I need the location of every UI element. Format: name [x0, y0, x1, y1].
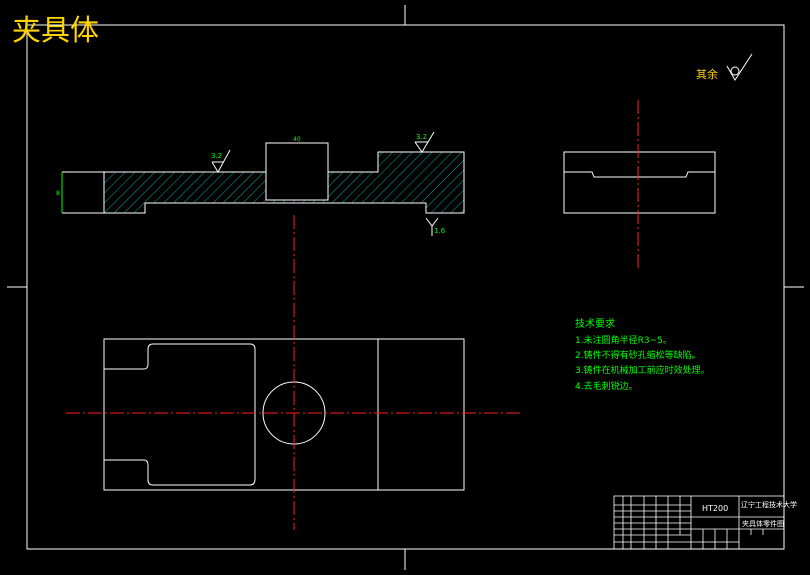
roughness-symbol-other: [726, 53, 753, 81]
roughness-symbol-a: [211, 149, 231, 174]
roughness-a-value: 3.2: [211, 152, 222, 160]
front-section-view: 8 40 3.2 3.2 1.6: [56, 131, 465, 236]
title-block: HT200 辽宁工程技术大学 夹具体零件图: [613, 495, 797, 550]
title-block-school: 辽宁工程技术大学: [741, 500, 797, 509]
technical-requirements: 技术要求 1.未注圆角半径R3~5。 2.铸件不得有砂孔缩松等缺陷。 3.铸件在…: [575, 317, 710, 392]
center-lines: [66, 100, 639, 530]
title-block-drawing-name: 夹具体零件图: [742, 519, 784, 528]
tech-item-2: 2.铸件不得有砂孔缩松等缺陷。: [575, 349, 701, 361]
tech-item-3: 3.铸件在机械加工前应时效处理。: [575, 364, 710, 376]
roughness-symbol-b: [414, 131, 435, 153]
roughness-symbol-c: [425, 217, 439, 236]
dim-height-left: 8: [56, 190, 60, 197]
roughness-b-value: 3.2: [416, 133, 427, 141]
tech-item-1: 1.未注圆角半径R3~5。: [575, 334, 672, 346]
title-block-material: HT200: [702, 504, 728, 513]
drawing-title: 夹具体: [12, 13, 99, 47]
top-view: [103, 338, 465, 491]
roughness-other-label: 其余: [696, 67, 718, 81]
dim-width-top: 40: [293, 136, 301, 143]
drawing-frame: [7, 5, 804, 570]
roughness-c-value: 1.6: [434, 227, 446, 235]
tech-heading: 技术要求: [575, 317, 615, 330]
side-view: [563, 151, 716, 214]
tech-item-4: 4.去毛刺锐边。: [575, 380, 638, 392]
